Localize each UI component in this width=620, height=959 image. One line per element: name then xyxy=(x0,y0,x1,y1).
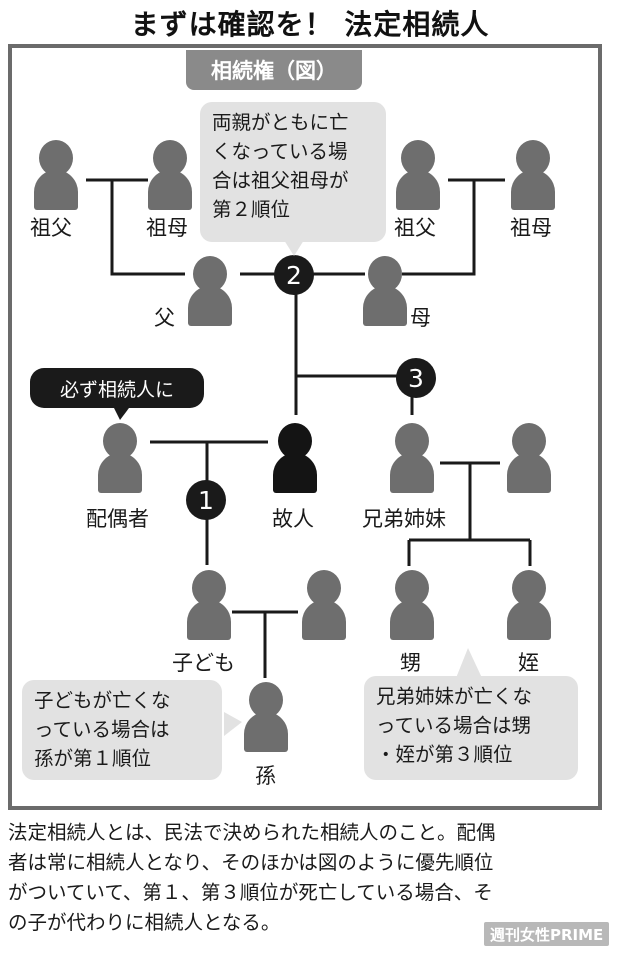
label-child: 子ども xyxy=(172,651,235,675)
bubble-child-line-3: 孫が第１順位 xyxy=(34,747,152,770)
person-father xyxy=(186,256,234,326)
bubble-parents-line-1: 両親がともに亡 xyxy=(212,111,349,134)
label-father: 父 xyxy=(154,306,175,330)
connector-grandparents-to-mother xyxy=(402,180,476,276)
label-grandmother-left: 祖母 xyxy=(146,216,188,240)
person-sibling-partner xyxy=(505,423,553,493)
label-niece: 姪 xyxy=(518,651,539,675)
person-sibling xyxy=(388,423,436,493)
bubble-sibling-line-1: 兄弟姉妹が亡くな xyxy=(376,685,533,708)
person-grandchild xyxy=(242,682,290,752)
caption-line-2: 者は常に相続人となり、そのほかは図のように優先順位 xyxy=(8,851,494,874)
badge-rank-3: 3 xyxy=(396,358,436,398)
bubble-parents-line-4: 第２順位 xyxy=(212,198,291,221)
caption-line-3: がついていて、第１、第３順位が死亡している場合、そ xyxy=(8,881,493,904)
bubble-parents-line-3: 合は祖父祖母が xyxy=(212,169,349,192)
label-mother: 母 xyxy=(410,306,431,330)
bubble-parents-note: 両親がともに亡 くなっている場 合は祖父祖母が 第２順位 xyxy=(200,102,386,242)
bubble-child-note: 子どもが亡くな っている場合は 孫が第１順位 xyxy=(22,680,222,780)
main-title: まずは確認を！ 法定相続人 xyxy=(120,3,500,43)
person-spouse xyxy=(96,423,144,493)
caption-line-4: の子が代わりに相続人となる。 xyxy=(8,911,281,934)
person-deceased xyxy=(271,423,319,493)
bubble-sibling-line-3: ・姪が第３順位 xyxy=(376,743,513,766)
subtitle-tab: 相続権（図） xyxy=(186,50,362,90)
label-grandfather-right: 祖父 xyxy=(394,216,436,240)
watermark-logo: 週刊女性PRIME xyxy=(484,922,610,946)
badge-rank-2: 2 xyxy=(274,255,314,295)
person-mother xyxy=(361,256,409,326)
label-grandfather-left: 祖父 xyxy=(30,216,72,240)
caption-line-1: 法定相続人とは、民法で決められた相続人のこと。配偶 xyxy=(8,821,496,844)
connector-grandparents-to-father xyxy=(110,180,185,276)
label-siblings: 兄弟姉妹 xyxy=(362,507,446,531)
person-niece xyxy=(505,570,553,640)
connector-sibling-to-children xyxy=(407,463,532,566)
person-child-partner xyxy=(300,570,348,640)
person-child xyxy=(185,570,233,640)
label-grandchild: 孫 xyxy=(255,764,276,788)
person-nephew xyxy=(388,570,436,640)
bubble-child-line-1: 子どもが亡くな xyxy=(34,689,171,712)
caption: 法定相続人とは、民法で決められた相続人のこと。配偶 者は常に相続人となり、そのほ… xyxy=(8,818,612,938)
bubble-child-line-2: っている場合は xyxy=(34,718,170,741)
person-grandfather-right xyxy=(394,140,442,210)
bubble-parents-line-2: くなっている場 xyxy=(212,140,348,163)
bubble-spouse-tail xyxy=(112,404,132,420)
bubble-sibling-line-2: っている場合は甥 xyxy=(376,714,532,737)
bubble-child-tail xyxy=(224,712,242,736)
bubble-sibling-tail xyxy=(456,648,482,678)
label-spouse: 配偶者 xyxy=(86,507,149,531)
badge-rank-1: 1 xyxy=(186,480,226,520)
bubble-sibling-note: 兄弟姉妹が亡くな っている場合は甥 ・姪が第３順位 xyxy=(364,676,578,780)
person-grandmother-left xyxy=(146,140,194,210)
bubble-parents-tail xyxy=(284,240,304,256)
bubble-spouse-note: 必ず相続人に xyxy=(30,368,204,408)
label-deceased: 故人 xyxy=(272,507,314,531)
diagram-frame xyxy=(8,44,602,810)
label-grandmother-right: 祖母 xyxy=(510,216,552,240)
main-title-bar: まずは確認を！ 法定相続人 xyxy=(0,0,620,46)
label-nephew: 甥 xyxy=(400,651,421,675)
person-grandmother-right xyxy=(509,140,557,210)
person-grandfather-left xyxy=(32,140,80,210)
